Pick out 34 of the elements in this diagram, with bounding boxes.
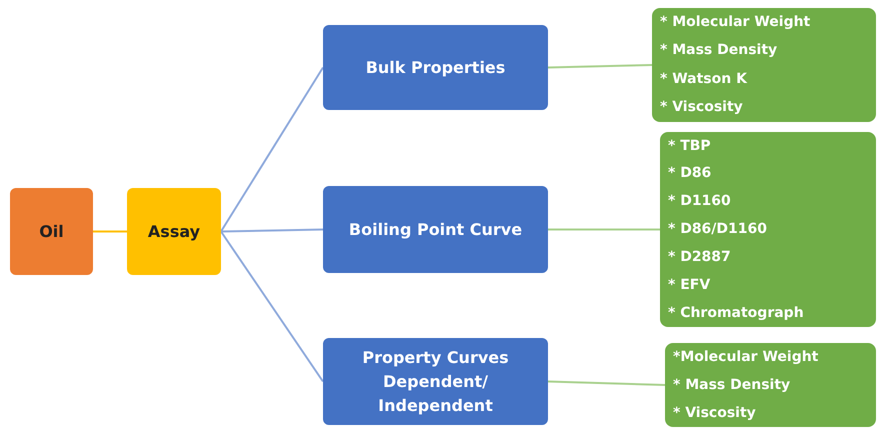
list-item: * Mass Density <box>660 42 778 60</box>
list-item: * TBP <box>668 138 712 154</box>
list-item: * Viscosity <box>673 404 757 422</box>
list-item: * EFV <box>668 276 712 294</box>
list-item: * D86/D1160 <box>668 221 768 238</box>
connector-line <box>220 66 324 232</box>
list-item: * Molecular Weight <box>660 14 812 31</box>
category-box <box>323 338 548 425</box>
list-item: * Mass Density <box>673 376 792 394</box>
list-item: * Chromatograph <box>668 304 805 322</box>
list-box <box>665 343 876 427</box>
category-box <box>323 186 548 273</box>
process-box <box>127 188 221 275</box>
connector-line <box>220 228 324 232</box>
box-label: Bulk Properties <box>364 56 506 78</box>
list-box <box>652 8 876 122</box>
box-label: Oil <box>38 222 65 242</box>
process-box <box>10 188 93 275</box>
box-label: Boiling Point Curve <box>348 218 524 240</box>
connector-line <box>548 228 660 230</box>
list-item: * Viscosity <box>660 99 744 116</box>
connector-line <box>220 230 324 382</box>
connector-line <box>548 380 666 386</box>
list-item: * D86 <box>668 165 712 182</box>
connector-line <box>548 64 652 68</box>
box-label: Property Curves Dependent/ Independent <box>361 346 510 416</box>
list-item: * D1160 <box>668 193 732 210</box>
list-item: * Watson K <box>660 70 748 88</box>
list-box <box>660 132 876 327</box>
connector-line <box>93 230 127 232</box>
box-label: Assay <box>146 222 202 242</box>
list-item: * D2887 <box>668 248 732 266</box>
list-item: *Molecular Weight <box>673 348 820 366</box>
category-box <box>323 25 548 110</box>
